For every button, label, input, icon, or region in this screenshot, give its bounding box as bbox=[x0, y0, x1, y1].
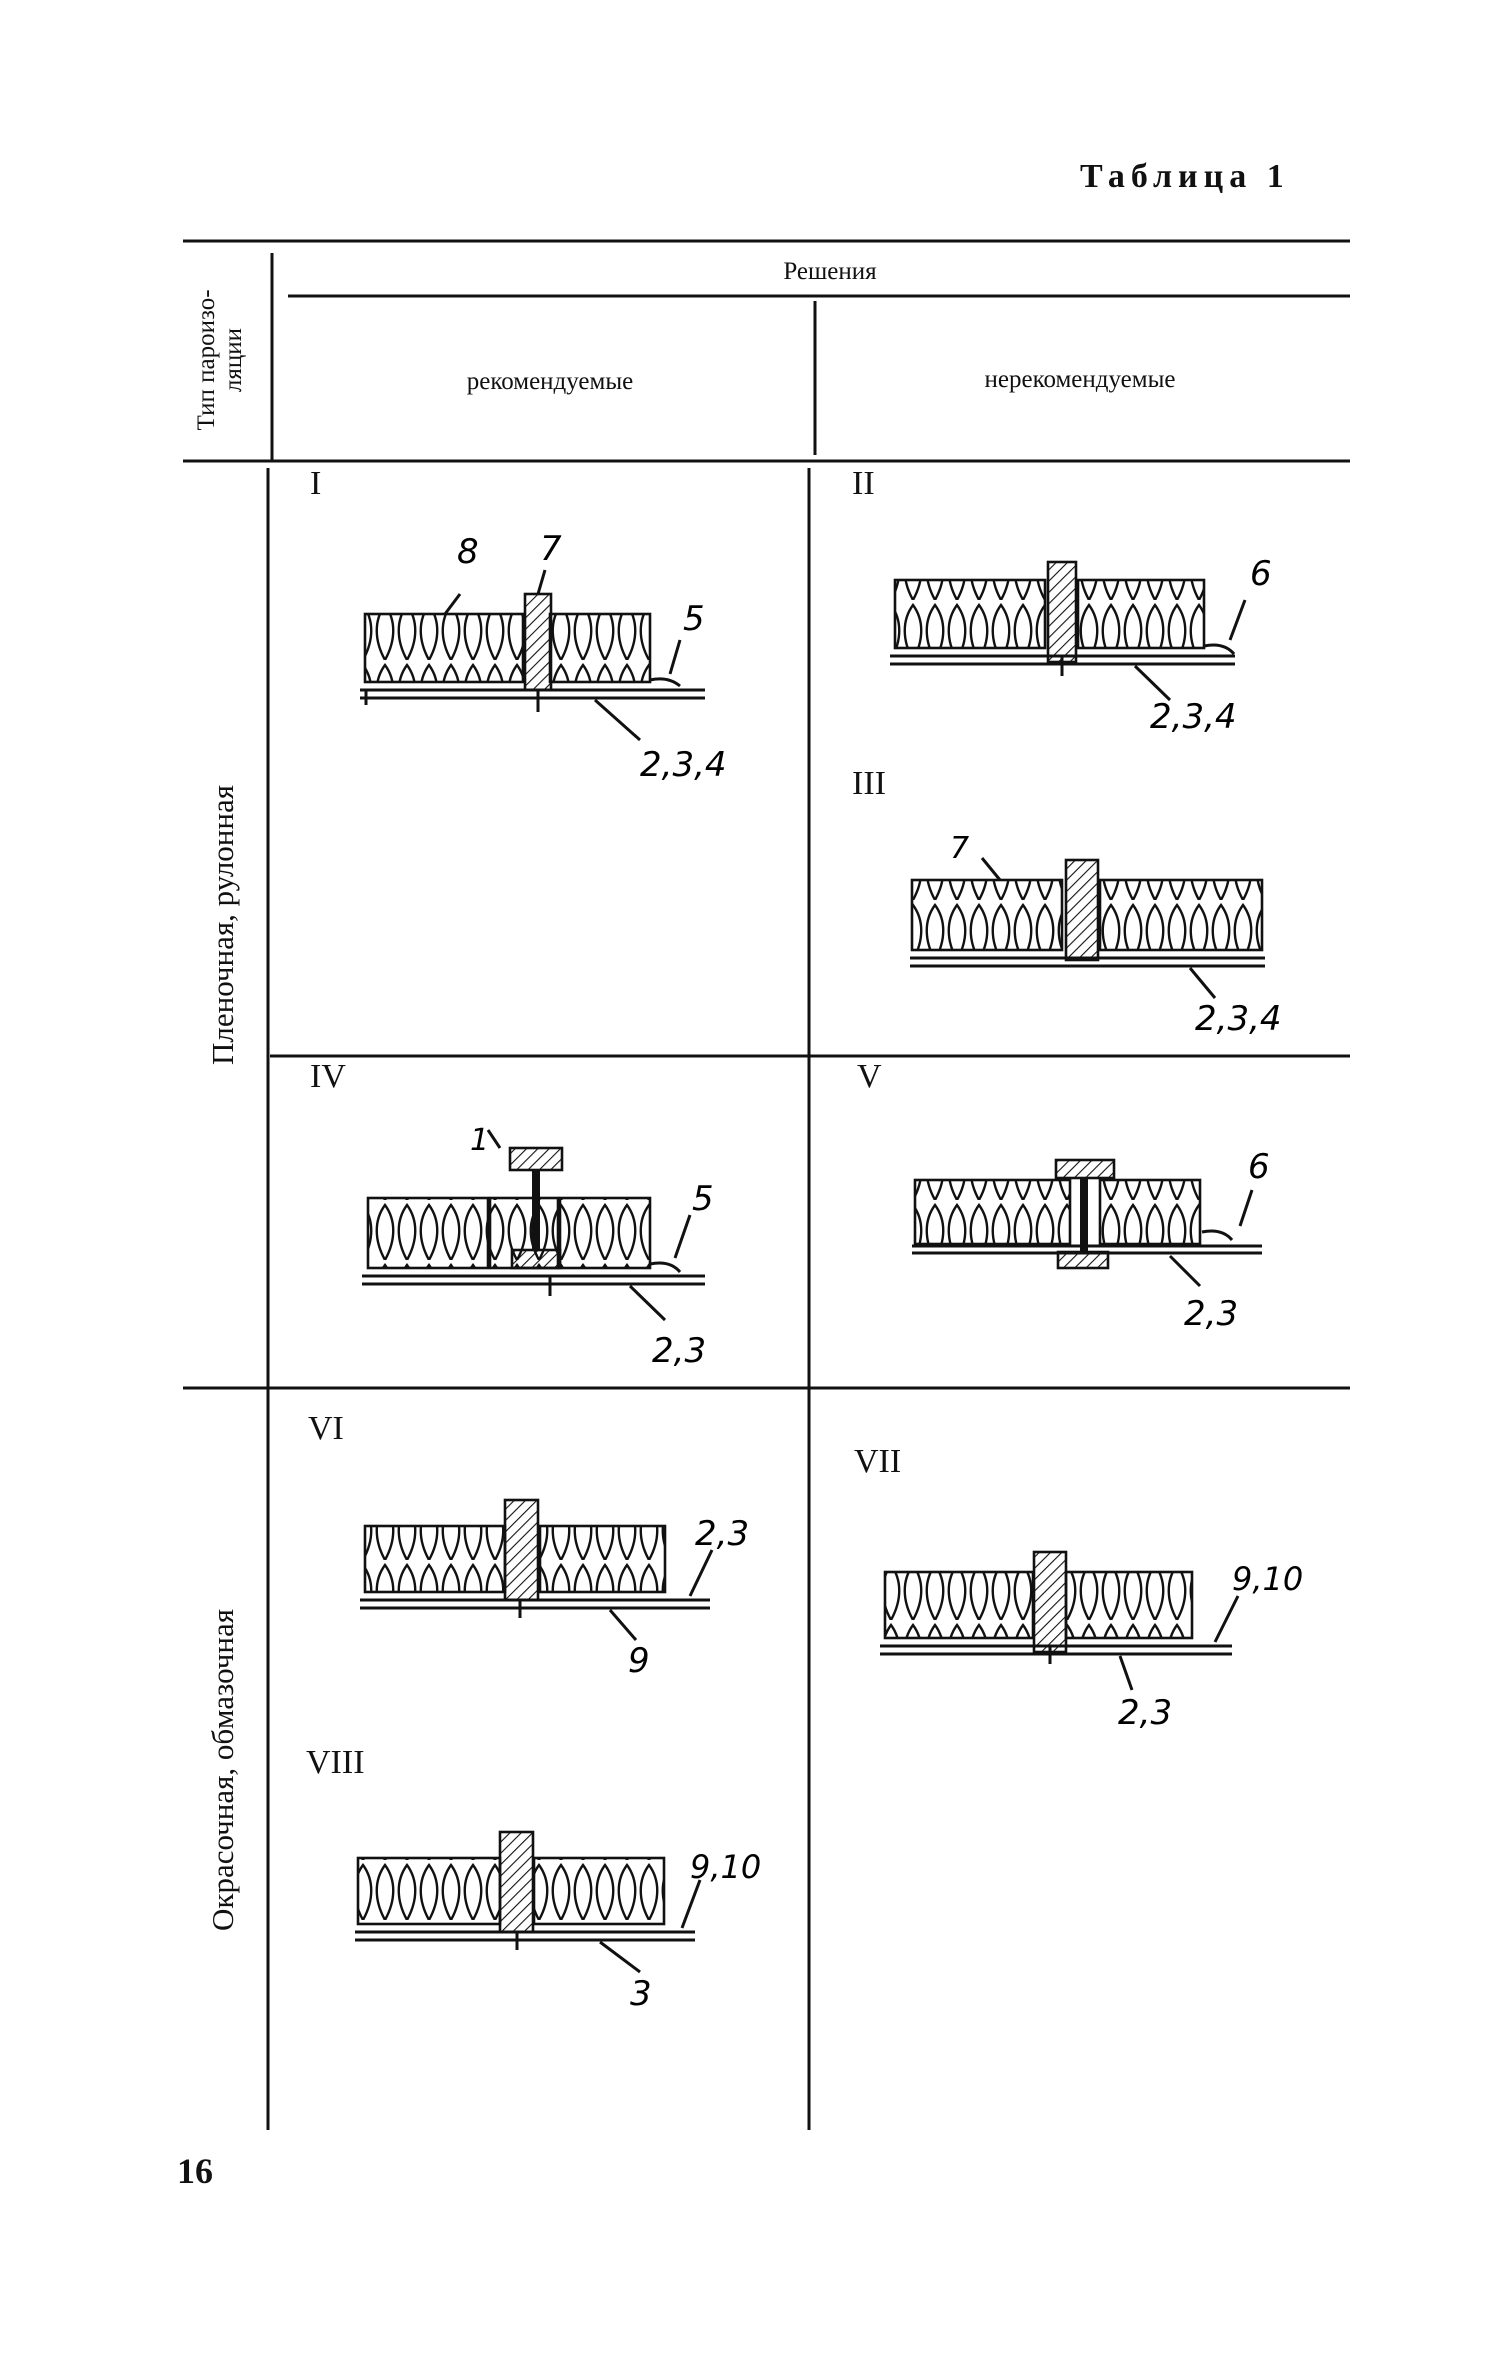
figure-IV-label-5: 5 bbox=[692, 1179, 714, 1219]
steel-web bbox=[1080, 1178, 1088, 1252]
figure-VII-label-23: 2,3 bbox=[1118, 1693, 1172, 1733]
insulation-right bbox=[1098, 878, 1264, 952]
insulation-right bbox=[532, 1856, 666, 1926]
figure-V-drawing: 6 2,3 bbox=[912, 1147, 1270, 1334]
figure-IV-label-1: 1 bbox=[470, 1123, 489, 1158]
figure-VIII-label-3: 3 bbox=[630, 1974, 652, 2014]
figure-VI-drawing: 2,3 9 bbox=[360, 1498, 749, 1681]
insulation-left bbox=[883, 1570, 1035, 1640]
figure-I-label-8: 8 bbox=[457, 532, 479, 572]
wood-stud bbox=[503, 1498, 540, 1602]
table-caption: Таблица 1 bbox=[1080, 158, 1290, 195]
figure-I-label-7: 7 bbox=[540, 529, 562, 569]
figure-VII-drawing: 9,10 2,3 bbox=[880, 1550, 1303, 1733]
insulation-right bbox=[558, 1196, 652, 1270]
figure-number-II: II bbox=[852, 465, 875, 502]
figure-II-label-6: 6 bbox=[1250, 554, 1272, 594]
figure-VII-label-910: 9,10 bbox=[1232, 1560, 1303, 1598]
page-number: 16 bbox=[177, 2151, 213, 2191]
header-solutions: Решения bbox=[783, 258, 877, 285]
figure-number-VI: VI bbox=[308, 1410, 344, 1447]
figure-III-label-234: 2,3,4 bbox=[1195, 999, 1282, 1039]
insulation-left bbox=[893, 578, 1047, 650]
insulation-left bbox=[910, 878, 1064, 952]
figure-number-VIII: VIII bbox=[306, 1744, 365, 1781]
figure-VIII-drawing: 9,10 3 bbox=[355, 1830, 761, 2014]
figure-IV-label-23: 2,3 bbox=[652, 1331, 706, 1371]
figure-V-label-23: 2,3 bbox=[1184, 1294, 1238, 1334]
figure-I-drawing: 8 7 5 2,3,4 bbox=[360, 529, 727, 785]
steel-web bbox=[532, 1170, 540, 1250]
insulation-right bbox=[1098, 1178, 1202, 1246]
wood-stud bbox=[1032, 1550, 1068, 1654]
wood-stud bbox=[498, 1830, 535, 1934]
insulation-left bbox=[363, 1524, 507, 1594]
figure-VI-label-23: 2,3 bbox=[695, 1514, 749, 1554]
wood-stud bbox=[1046, 560, 1078, 664]
figure-IV-drawing: 1 5 2,3 bbox=[362, 1123, 714, 1371]
figure-number-VII: VII bbox=[854, 1443, 902, 1480]
insulation-left bbox=[356, 1856, 502, 1926]
figure-I-label-234: 2,3,4 bbox=[640, 745, 727, 785]
figure-VI-label-9: 9 bbox=[628, 1641, 650, 1681]
header-not-recommended: нерекомендуемые bbox=[984, 366, 1176, 393]
steel-flange-bottom bbox=[510, 1248, 562, 1270]
figure-III-label-7: 7 bbox=[950, 831, 969, 866]
steel-flange-top bbox=[508, 1146, 564, 1172]
figure-II-drawing: 6 2,3,4 bbox=[890, 554, 1272, 737]
figure-number-V: V bbox=[857, 1058, 882, 1095]
wood-stud bbox=[523, 592, 553, 692]
figure-number-IV: IV bbox=[310, 1058, 346, 1095]
insulation-right bbox=[1064, 1570, 1194, 1640]
insulation-left bbox=[363, 612, 525, 684]
steel-flange-top bbox=[1054, 1158, 1116, 1180]
wood-stud bbox=[1064, 858, 1100, 962]
insulation-right bbox=[1076, 578, 1206, 650]
insulation-right bbox=[538, 1524, 667, 1594]
figure-III-drawing: 7 2,3,4 bbox=[910, 831, 1282, 1039]
figure-V-label-6: 6 bbox=[1248, 1147, 1270, 1187]
insulation-right bbox=[548, 612, 652, 684]
figure-number-I: I bbox=[310, 465, 322, 502]
figure-II-label-234: 2,3,4 bbox=[1150, 697, 1237, 737]
insulation-left bbox=[366, 1196, 490, 1270]
figure-I-label-5: 5 bbox=[683, 599, 705, 639]
insulation-left bbox=[913, 1178, 1072, 1246]
figure-number-III: III bbox=[852, 765, 886, 802]
figure-VIII-label-910: 9,10 bbox=[690, 1848, 761, 1886]
header-recommended: рекомендуемые bbox=[466, 368, 634, 395]
